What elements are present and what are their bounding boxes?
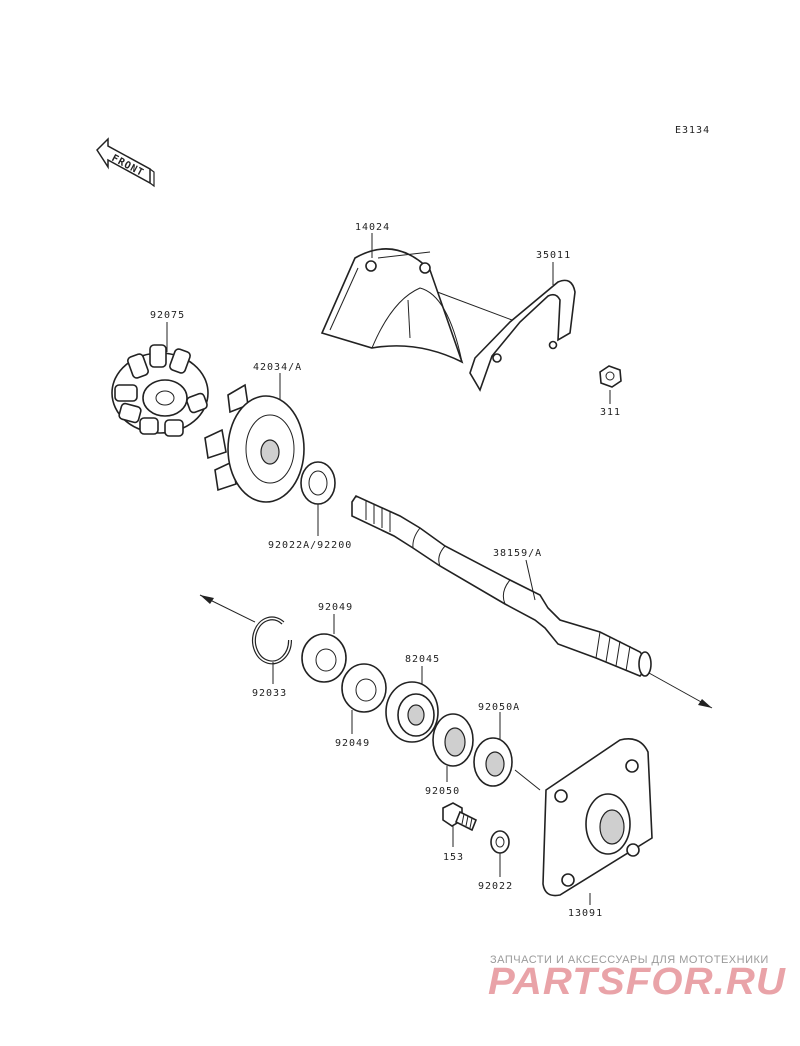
label-38159: 38159/A — [493, 548, 542, 559]
diagram-code: E3134 — [675, 125, 710, 136]
part-14024-cover[interactable] — [320, 248, 464, 364]
part-92049-washer-1[interactable] — [301, 633, 347, 683]
part-13091-housing[interactable] — [542, 738, 653, 897]
leader-lines — [166, 233, 611, 905]
label-153: 153 — [443, 852, 464, 863]
part-92050A-seal[interactable] — [473, 737, 513, 787]
part-153-bolt[interactable] — [442, 802, 478, 832]
axis-lines — [199, 289, 713, 791]
part-92022A-washer[interactable] — [300, 461, 336, 505]
label-92050: 92050 — [425, 786, 460, 797]
part-92049-washer-2[interactable] — [341, 663, 387, 713]
watermark: ЗАПЧАСТИ И АКСЕССУАРЫ ДЛЯ МОТОТЕХНИКИ PA… — [488, 954, 787, 1003]
part-42034-coupling[interactable] — [204, 383, 305, 503]
part-92075-damper[interactable] — [111, 344, 209, 437]
label-311: 311 — [600, 407, 621, 418]
label-92049-upper: 92049 — [318, 602, 353, 613]
label-92075: 92075 — [150, 310, 185, 321]
label-92022: 92022 — [478, 881, 513, 892]
label-92033: 92033 — [252, 688, 287, 699]
part-38159-shaft[interactable] — [351, 494, 652, 677]
part-92033-circlip[interactable] — [252, 616, 293, 665]
label-13091: 13091 — [568, 908, 603, 919]
part-311-nut[interactable] — [599, 365, 622, 388]
part-82045-bearing[interactable] — [385, 681, 439, 743]
label-42034: 42034/A — [253, 362, 302, 373]
part-labels: 14024 35011 92075 42034/A 311 92022A/922… — [150, 222, 621, 919]
part-92050-seal[interactable] — [432, 713, 474, 767]
watermark-brand: PARTSFOR.RU — [488, 961, 787, 1003]
label-92022A: 92022A/92200 — [268, 540, 352, 551]
label-92049-lower: 92049 — [335, 738, 370, 749]
front-arrow-icon: FRONT — [96, 137, 155, 188]
watermark-tagline: ЗАПЧАСТИ И АКСЕССУАРЫ ДЛЯ МОТОТЕХНИКИ — [490, 954, 769, 966]
part-92022-washer[interactable] — [490, 830, 510, 854]
label-92050A: 92050A — [478, 702, 520, 713]
label-82045: 82045 — [405, 654, 440, 665]
label-14024: 14024 — [355, 222, 390, 233]
label-35011: 35011 — [536, 250, 571, 261]
part-35011-bracket[interactable] — [469, 279, 576, 392]
